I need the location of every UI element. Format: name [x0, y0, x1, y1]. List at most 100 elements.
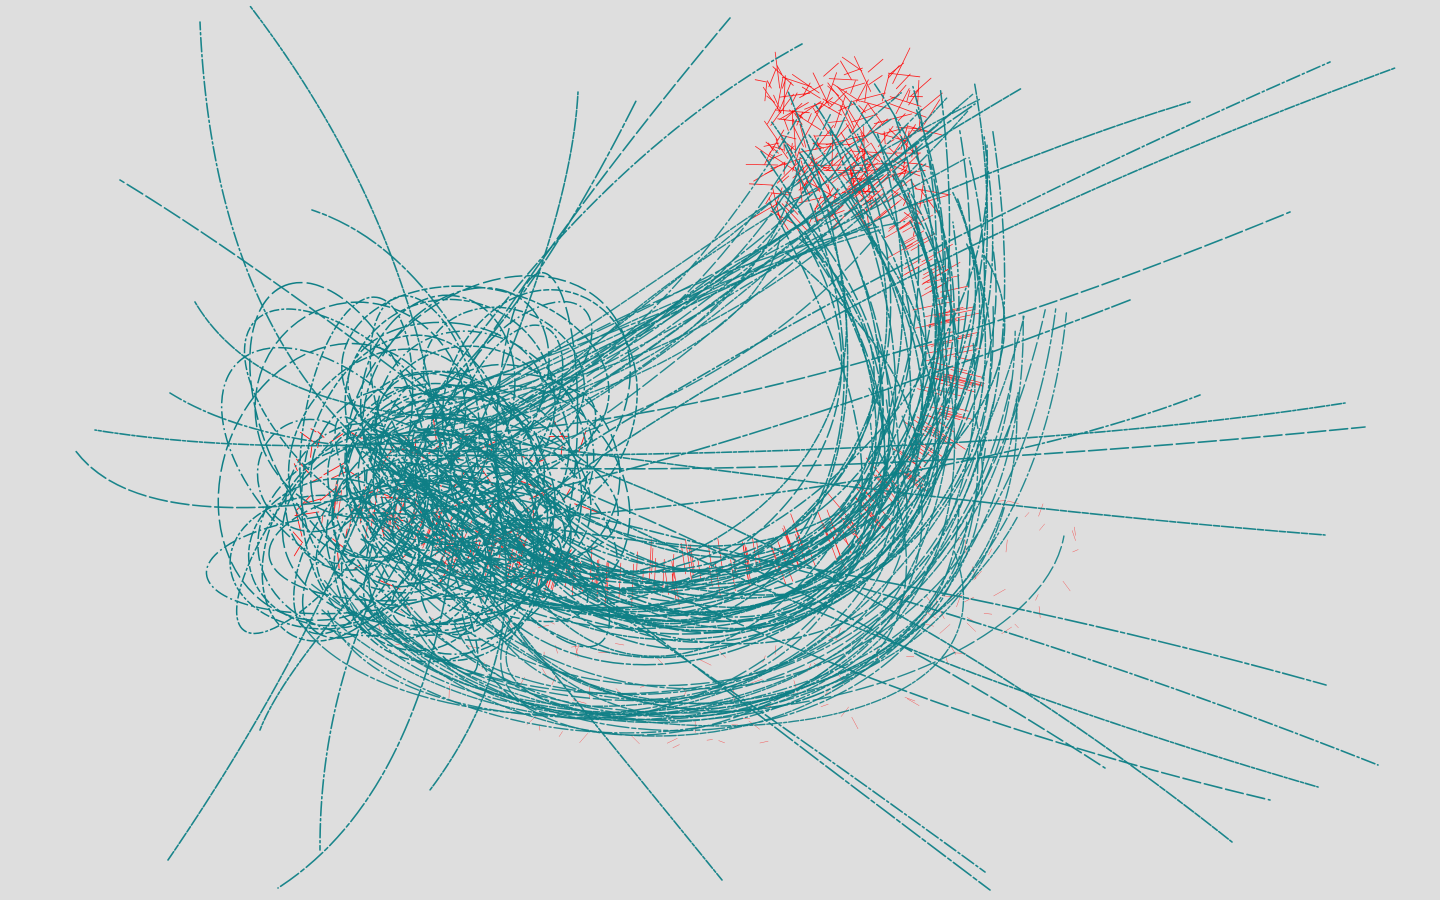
red-hatch-stroke [864, 85, 868, 103]
teal-lower-loop [412, 314, 1026, 716]
red-hatch-stroke [718, 740, 725, 744]
red-hatch-stroke [1008, 501, 1019, 504]
red-hatch-stroke [922, 261, 961, 284]
teal-hub-loop [345, 392, 498, 567]
red-hatch-stroke [1071, 530, 1076, 541]
red-hatch-stroke [768, 129, 785, 156]
teal-sweep-arc [487, 232, 938, 630]
teal-upper-arc [426, 108, 923, 474]
teal-hub-loop [247, 478, 420, 627]
red-hatch-stroke [861, 96, 896, 114]
teal-lower-loop [342, 535, 1065, 714]
red-hatch-stroke [924, 310, 955, 318]
red-hatch-stroke [794, 526, 804, 549]
red-hatch-stroke [672, 744, 680, 749]
teal-radial-strand [368, 100, 637, 442]
teal-upper-arc [464, 105, 961, 471]
red-hatch-stroke [571, 646, 578, 648]
red-hatch-stroke [829, 204, 844, 219]
teal-hub-loop [378, 370, 549, 616]
red-hatch-stroke [782, 77, 787, 89]
red-hatch-stroke [823, 62, 839, 77]
red-hatch-stroke [836, 86, 853, 105]
red-hatch-stroke [850, 80, 856, 94]
red-hatch-stroke [560, 445, 563, 457]
teal-hub-loop [299, 296, 414, 565]
teal-lower-loop [321, 516, 1018, 721]
teal-sweep-arc [492, 215, 884, 576]
red-hatch-stroke [897, 169, 906, 178]
teal-hub-loop [254, 301, 467, 519]
red-hatch-stroke [784, 103, 803, 121]
red-hatch-stroke [310, 444, 313, 458]
red-hatch-stroke [822, 98, 833, 106]
teal-sweep-arc [418, 160, 959, 635]
red-hatch-stroke [840, 60, 852, 80]
red-hatch-stroke [895, 88, 910, 115]
teal-lower-loop [327, 521, 968, 719]
red-hatch-stroke [781, 175, 790, 183]
teal-lower-loop [300, 338, 900, 716]
red-hatch-stroke [766, 154, 783, 162]
red-hatch-stroke [838, 103, 856, 111]
teal-radial-strand [506, 67, 1396, 525]
red-hatch-stroke [792, 163, 809, 179]
red-hatch-stroke [922, 611, 929, 622]
red-hatch-stroke [293, 463, 298, 472]
red-hatch-stroke [796, 111, 804, 126]
teal-sweep-arc [435, 134, 988, 576]
red-hatch-stroke [939, 624, 951, 634]
red-hatch-stroke [799, 101, 822, 117]
teal-hub-loop [341, 285, 610, 475]
red-hatch-stroke [706, 739, 713, 741]
teal-hub-loop [347, 321, 545, 453]
teal-upper-arc [385, 163, 927, 466]
red-hatch-stroke [767, 108, 777, 125]
teal-upper-arc [538, 98, 980, 408]
red-hatch-stroke [337, 552, 340, 569]
red-hatch-stroke [851, 716, 859, 730]
teal-upper-arc [430, 154, 853, 469]
red-hatch-stroke [871, 118, 888, 134]
red-hatch-stroke [765, 192, 773, 205]
teal-hub-loop [235, 384, 435, 635]
red-hatch-stroke [941, 595, 952, 598]
teal-lower-loop [342, 427, 900, 707]
red-hatch-stroke [397, 609, 404, 614]
red-hatch-stroke [914, 188, 950, 196]
teal-hub-loop [261, 433, 427, 642]
red-hatch-stroke [807, 663, 812, 672]
red-hatch-stroke [790, 142, 793, 158]
red-hatch-stroke [405, 603, 411, 613]
red-hatch-stroke [807, 113, 812, 122]
red-hatch-stroke [839, 151, 868, 175]
red-hatch-stroke [770, 154, 801, 175]
red-hatch-stroke [938, 431, 966, 450]
red-hatch-stroke [378, 579, 401, 590]
red-hatch-stroke [922, 265, 947, 280]
red-hatch-stroke [888, 72, 921, 78]
red-hatch-stroke [770, 157, 804, 169]
teal-lower-loop [500, 399, 890, 720]
red-hatch-stroke [820, 703, 829, 707]
red-hatch-stroke [886, 169, 926, 176]
teal-sweep-arc [487, 140, 845, 617]
red-hatch-stroke [806, 544, 816, 567]
teal-lower-loop [516, 397, 1018, 705]
red-hatch-stroke [865, 120, 880, 137]
teal-hub-loop [249, 281, 430, 562]
red-hatch-stroke [852, 142, 872, 159]
red-hatch-stroke [829, 100, 847, 109]
red-hatch-stroke [1035, 594, 1039, 601]
teal-lower-loop [349, 411, 984, 716]
teal-upper-arc [500, 119, 798, 425]
red-hatch-stroke [913, 194, 951, 206]
red-hatch-stroke [764, 82, 768, 102]
teal-sweep-arc [502, 238, 886, 623]
red-hatch-stroke [630, 734, 640, 744]
red-hatch-stroke [768, 142, 774, 152]
red-hatch-stroke [887, 62, 904, 76]
teal-lower-loop [453, 504, 960, 722]
teal-hub-loop [357, 396, 592, 583]
